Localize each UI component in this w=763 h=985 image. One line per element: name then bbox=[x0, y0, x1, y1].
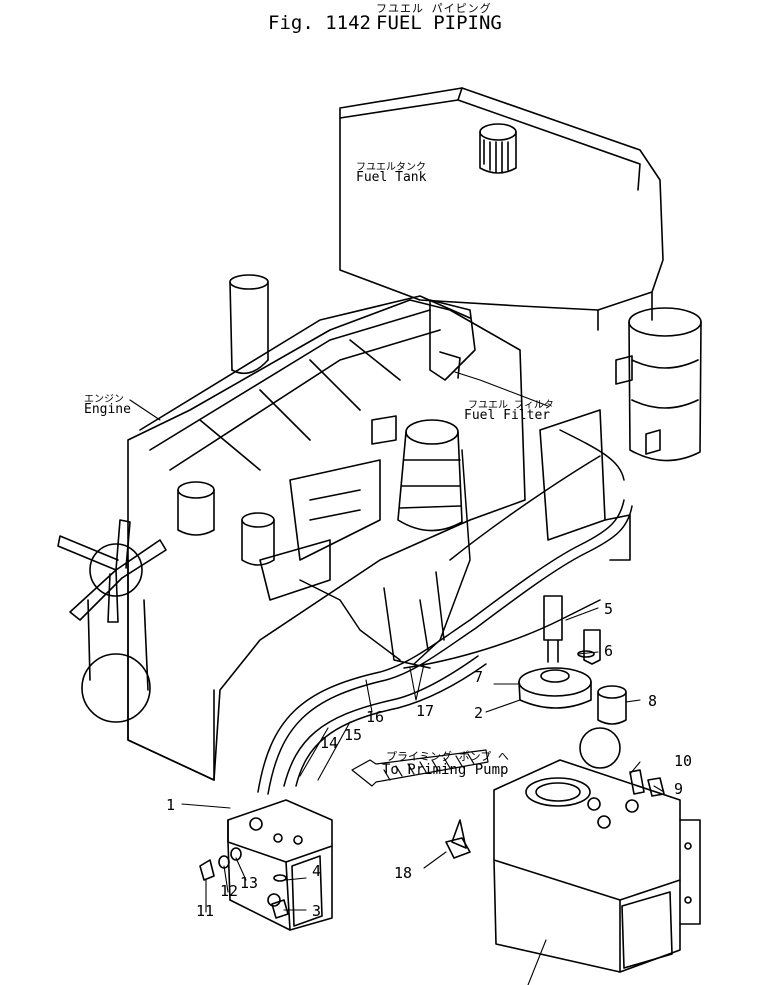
fuel-tank-label: Fuel Tank bbox=[356, 170, 427, 185]
small-parts bbox=[199, 819, 471, 919]
callout-18: 18 bbox=[394, 864, 413, 882]
callout-13: 13 bbox=[240, 874, 259, 892]
priming-pump-shape bbox=[518, 595, 665, 797]
callout-9: 9 bbox=[674, 780, 684, 798]
callout-12: 12 bbox=[220, 882, 239, 900]
engine-label: Engine bbox=[84, 402, 131, 417]
callout-15: 15 bbox=[344, 726, 363, 744]
figure-title: FUEL PIPING bbox=[376, 12, 502, 34]
fuel-tank-label-jp: フユエルタンク bbox=[356, 162, 426, 173]
leader-lines bbox=[129, 371, 665, 985]
priming-pump-label: To Priming Pump bbox=[382, 762, 509, 778]
callout-5: 5 bbox=[604, 600, 614, 618]
fuel-lines bbox=[257, 429, 633, 795]
figure-number: Fig. 1142 bbox=[268, 12, 371, 34]
callout-11: 11 bbox=[196, 902, 215, 920]
callout-7: 7 bbox=[474, 668, 484, 686]
callout-17: 17 bbox=[416, 702, 435, 720]
callout-16: 16 bbox=[366, 708, 385, 726]
callout-8: 8 bbox=[648, 692, 658, 710]
engine-label-jp: エンジン bbox=[84, 394, 124, 405]
sub-tank-left-shape bbox=[227, 799, 333, 931]
callout-6: 6 bbox=[604, 642, 614, 660]
callout-14: 14 bbox=[320, 734, 339, 752]
callout-4: 4 bbox=[312, 862, 322, 880]
priming-pump-label-jp: プライミング ポンプ へ bbox=[386, 750, 509, 763]
fuel-filter-shape bbox=[371, 415, 463, 532]
fuel-tank-shape bbox=[339, 87, 664, 331]
fuel-filter-label-jp: フユエル フィルタ bbox=[468, 400, 554, 411]
callout-1: 1 bbox=[166, 796, 176, 814]
sub-tank-right-shape bbox=[493, 759, 701, 973]
priming-pump-direction-arrow bbox=[351, 749, 489, 787]
callout-2: 2 bbox=[474, 704, 484, 722]
title-japanese: フユエル パイピング bbox=[376, 2, 492, 15]
engine-shape bbox=[57, 274, 526, 781]
callout-3: 3 bbox=[312, 902, 322, 920]
callout-10: 10 bbox=[674, 752, 693, 770]
fuel-filter-label: Fuel Filter bbox=[464, 408, 551, 423]
tank-strainer-shape bbox=[539, 307, 702, 561]
